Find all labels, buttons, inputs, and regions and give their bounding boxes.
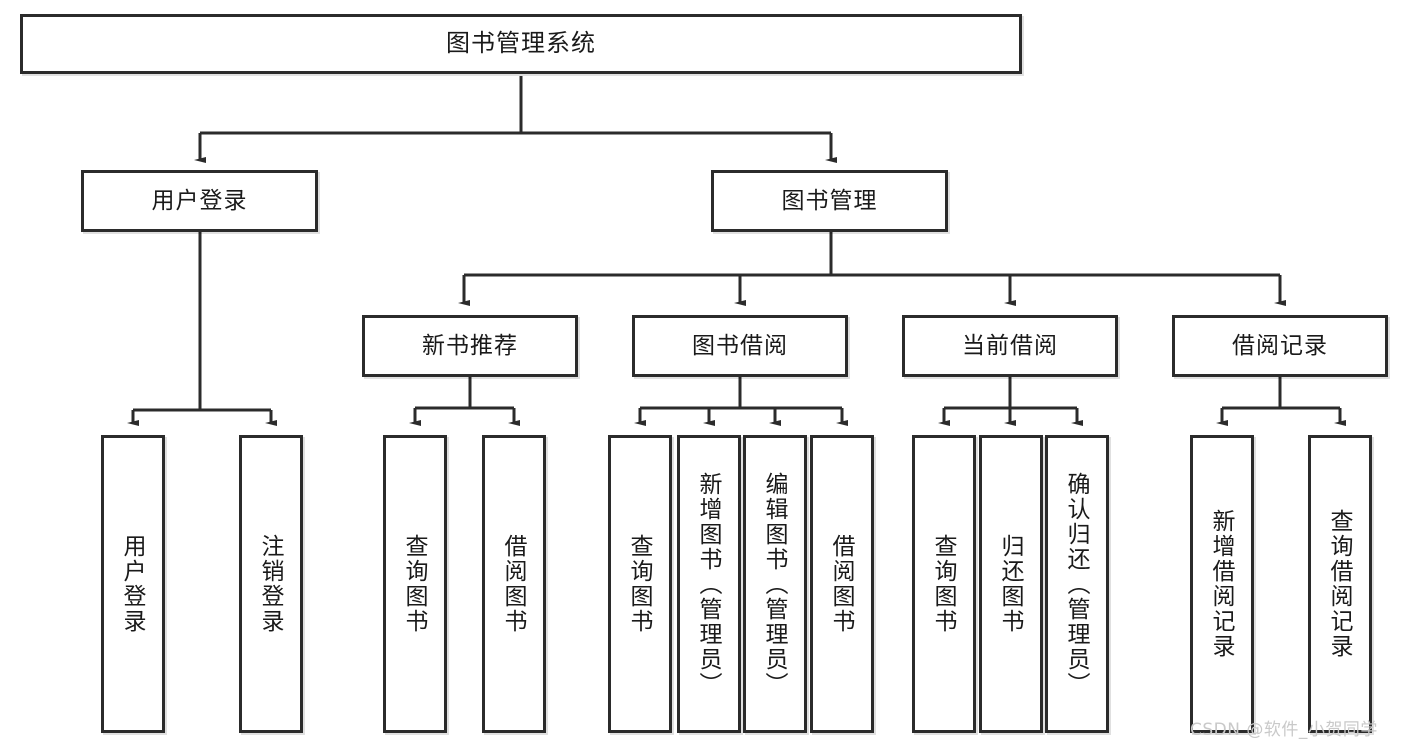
node-label: 查询图书 [627,534,654,634]
node-label: 编辑图书（管理员） [762,471,789,697]
leaf-add-book-admin[interactable]: 新增图书（管理员） [677,435,741,733]
node-new-book-recommend[interactable]: 新书推荐 [362,315,578,377]
node-label: 图书管理 [781,187,878,214]
node-label: 当前借阅 [962,332,1058,359]
leaf-add-borrow-record[interactable]: 新增借阅记录 [1190,435,1254,733]
watermark: CSDN @软件_小贺同学 [1190,720,1378,740]
node-label: 图书借阅 [692,332,788,359]
node-label: 图书管理系统 [446,29,596,57]
node-label: 新增图书（管理员） [696,471,723,697]
leaf-query-book-borrow[interactable]: 查询图书 [608,435,672,733]
node-book-borrow[interactable]: 图书借阅 [632,315,848,377]
node-label: 查询借阅记录 [1327,509,1354,659]
node-label: 借阅记录 [1232,332,1328,359]
leaf-logout[interactable]: 注销登录 [239,435,303,733]
leaf-confirm-return-admin[interactable]: 确认归还（管理员） [1045,435,1109,733]
node-current-borrow[interactable]: 当前借阅 [902,315,1118,377]
node-label: 用户登录 [151,187,248,214]
leaf-query-book-current[interactable]: 查询图书 [912,435,976,733]
node-label: 查询图书 [931,534,958,634]
node-borrow-records[interactable]: 借阅记录 [1172,315,1388,377]
node-label: 用户登录 [120,534,147,634]
node-book-management[interactable]: 图书管理 [711,170,948,232]
node-label: 新增借阅记录 [1209,509,1236,659]
leaf-user-login[interactable]: 用户登录 [101,435,165,733]
leaf-borrow-book-recommend[interactable]: 借阅图书 [482,435,546,733]
node-label: 确认归还（管理员） [1064,471,1091,697]
leaf-borrow-book[interactable]: 借阅图书 [810,435,874,733]
node-root[interactable]: 图书管理系统 [20,14,1022,74]
node-label: 借阅图书 [829,534,856,634]
node-user-login[interactable]: 用户登录 [81,170,318,232]
leaf-edit-book-admin[interactable]: 编辑图书（管理员） [743,435,807,733]
node-label: 新书推荐 [422,332,518,359]
node-label: 查询图书 [402,534,429,634]
node-label: 注销登录 [258,534,285,634]
node-label: 借阅图书 [501,534,528,634]
node-label: 归还图书 [998,534,1025,634]
leaf-query-book-recommend[interactable]: 查询图书 [383,435,447,733]
leaf-return-book[interactable]: 归还图书 [979,435,1043,733]
leaf-query-borrow-record[interactable]: 查询借阅记录 [1308,435,1372,733]
